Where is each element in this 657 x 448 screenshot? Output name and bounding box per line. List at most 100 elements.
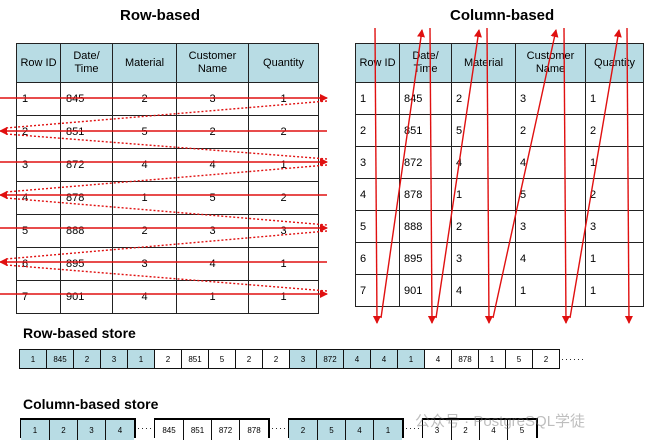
store-cell: 1 (397, 349, 425, 369)
watermark: 公众号 · PostgreSQL学徒 (415, 413, 586, 430)
column-table-cell: 845 (399, 82, 452, 115)
column-table-cell: 1 (585, 146, 644, 179)
column-table-cell: 4 (451, 146, 516, 179)
store-cell: 2 (154, 349, 182, 369)
column-table-cell: 4 (451, 274, 516, 307)
column-table-cell: 2 (515, 114, 586, 147)
row-table-header-2: Material (112, 43, 177, 83)
row-table-cell: 5 (176, 181, 249, 215)
row-table-cell: 2 (248, 115, 319, 149)
row-based-title: Row-based (120, 7, 201, 24)
column-table-header-1: Date/ Time (399, 43, 452, 83)
row-table-cell: 5 (112, 115, 177, 149)
store-cell: 2 (73, 349, 101, 369)
store-cell: 2 (262, 349, 290, 369)
store-cell: 3 (289, 349, 317, 369)
row-table-cell: 1 (112, 181, 177, 215)
column-table-cell: 2 (451, 210, 516, 243)
row-table-cell: 6 (16, 247, 61, 281)
store-cell: 851 (181, 349, 209, 369)
column-table-cell: 2 (355, 114, 400, 147)
row-table-cell: 4 (16, 181, 61, 215)
row-based-store-title: Row-based store (23, 325, 136, 341)
column-table-cell: 5 (451, 114, 516, 147)
store-cell: 1 (373, 420, 402, 440)
store-cell: 4 (370, 349, 398, 369)
row-table-cell: 888 (60, 214, 113, 248)
column-table-cell: 3 (585, 210, 644, 243)
row-table-cell: 3 (248, 214, 319, 248)
row-table-cell: 2 (112, 82, 177, 116)
store-cell: 845 (46, 349, 74, 369)
store-cell: 872 (211, 420, 240, 440)
row-table-cell: 1 (176, 280, 249, 314)
row-table-cell: 3 (112, 247, 177, 281)
column-table-cell: 1 (355, 82, 400, 115)
store-cell: 4 (343, 349, 371, 369)
store-cell: 5 (507, 420, 536, 440)
row-table-cell: 878 (60, 181, 113, 215)
row-table-cell: 3 (176, 82, 249, 116)
store-cell: 5 (317, 420, 346, 440)
column-table-header-4: Quantity (585, 43, 644, 83)
row-table-cell: 2 (176, 115, 249, 149)
row-table-cell: 4 (112, 280, 177, 314)
column-store-separator: ···· (405, 423, 421, 433)
column-table-cell: 4 (355, 178, 400, 211)
store-cell: 1 (127, 349, 155, 369)
column-store-separator: ···· (137, 423, 153, 433)
store-cell: 4 (345, 420, 374, 440)
store-cell: 851 (183, 420, 212, 440)
store-cell: 2 (49, 420, 78, 440)
store-cell: 872 (316, 349, 344, 369)
column-table-cell: 3 (515, 210, 586, 243)
store-cell: 2 (532, 349, 560, 369)
column-table-header-3: Customer Name (515, 43, 586, 83)
column-table-cell: 1 (515, 274, 586, 307)
row-table-header-0: Row ID (16, 43, 61, 83)
store-cell: 3 (77, 420, 106, 440)
column-table-cell: 3 (451, 242, 516, 275)
column-table-header-0: Row ID (355, 43, 400, 83)
store-cell: 878 (239, 420, 268, 440)
row-table-header-1: Date/ Time (60, 43, 113, 83)
row-table-cell: 1 (16, 82, 61, 116)
row-table-cell: 872 (60, 148, 113, 182)
store-cell: 5 (208, 349, 236, 369)
store-cell: 4 (105, 420, 134, 440)
row-table-cell: 3 (16, 148, 61, 182)
column-table-cell: 872 (399, 146, 452, 179)
row-table-cell: 851 (60, 115, 113, 149)
store-cell: 1 (19, 349, 47, 369)
row-table-cell: 7 (16, 280, 61, 314)
store-cell: 845 (155, 420, 184, 440)
column-table-cell: 6 (355, 242, 400, 275)
column-table-cell: 851 (399, 114, 452, 147)
store-cell: 5 (505, 349, 533, 369)
store-cell: 1 (21, 420, 50, 440)
store-cell: 3 (100, 349, 128, 369)
column-table-cell: 5 (515, 178, 586, 211)
column-table-cell: 895 (399, 242, 452, 275)
column-table-cell: 3 (355, 146, 400, 179)
column-table-header-2: Material (451, 43, 516, 83)
row-table-cell: 4 (176, 148, 249, 182)
row-table-cell: 2 (16, 115, 61, 149)
store-cell: 1 (478, 349, 506, 369)
